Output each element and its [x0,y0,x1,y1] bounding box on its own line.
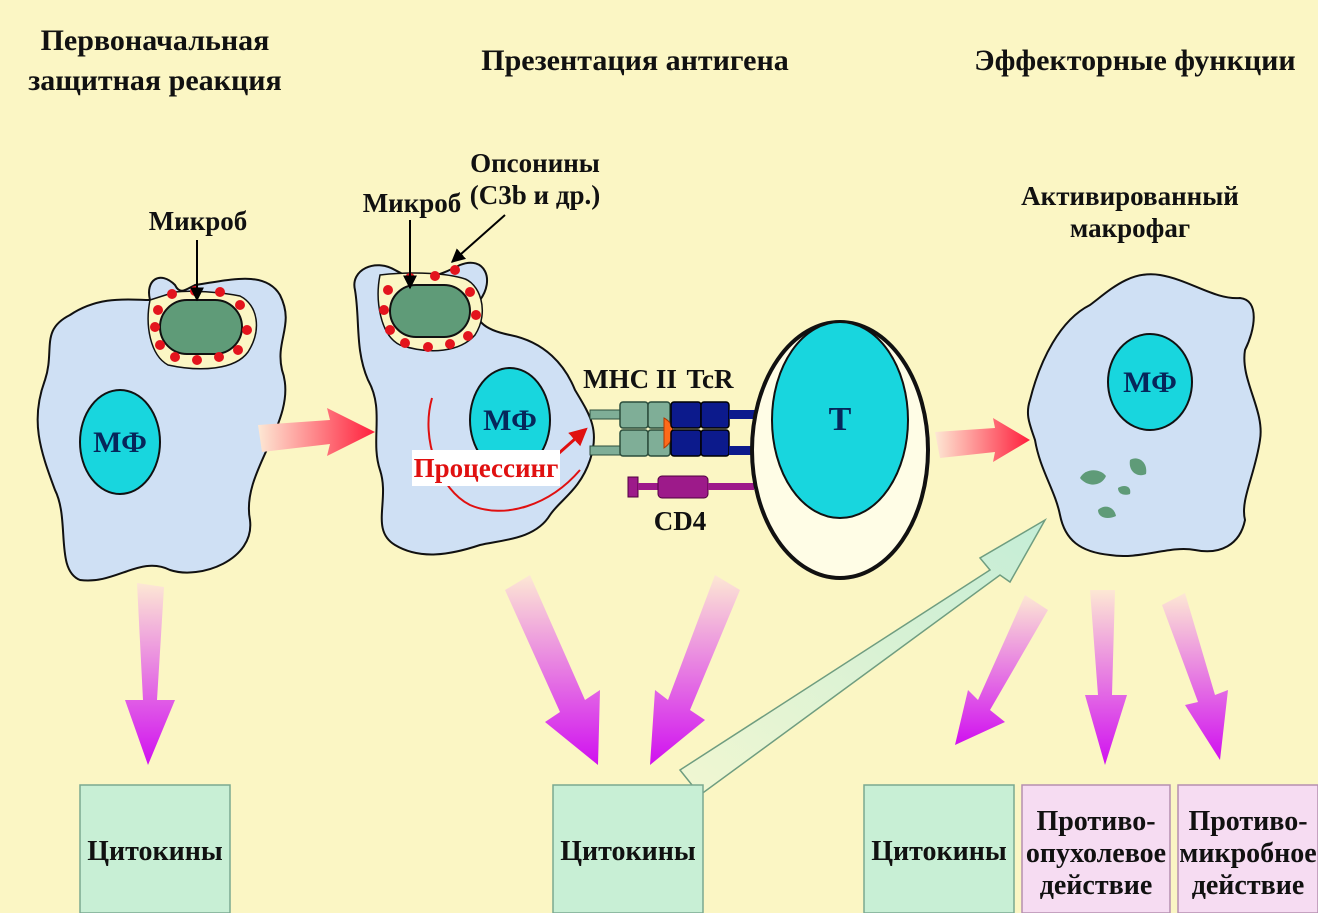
header-presentation: Презентация антигена [481,44,789,77]
label-cd4: CD4 [654,506,707,536]
microbe-1 [160,300,242,354]
cytokines-label-3: Цитокины [871,836,1007,867]
label-processing: Процессинг [414,453,559,483]
label-activated-line1: Активированный [1021,181,1239,211]
nucleus-label-2: МФ [483,404,537,437]
antitumor-line3: действие [1040,870,1153,901]
nucleus-label-3: МФ [1123,366,1177,399]
label-tcr: TcR [686,364,734,394]
antitumor-line2: опухолевое [1026,838,1166,869]
cytokines-label-1: Цитокины [87,836,223,867]
microbe-2 [390,285,470,337]
nucleus-label-1: МФ [93,426,147,459]
antitumor-line1: Противо- [1036,806,1155,837]
t-cell-label: Т [829,401,852,438]
antimicrobial-line1: Противо- [1188,806,1307,837]
header-initial-line1: Первоначальная [41,24,270,57]
label-microbe-1: Микроб [149,206,248,236]
header-initial-line2: защитная реакция [28,64,282,97]
header-effector: Эффекторные функции [974,44,1295,77]
label-opsonins-line1: Опсонины [470,148,600,178]
antimicrobial-line2: микробное [1179,838,1316,869]
label-microbe-2: Микроб [363,188,462,218]
label-activated-line2: макрофаг [1070,213,1190,243]
label-opsonins-line2: (C3b и др.) [470,180,600,210]
cytokines-label-2: Цитокины [560,836,696,867]
label-mhc: MHC II [583,364,677,394]
antimicrobial-line3: действие [1192,870,1305,901]
